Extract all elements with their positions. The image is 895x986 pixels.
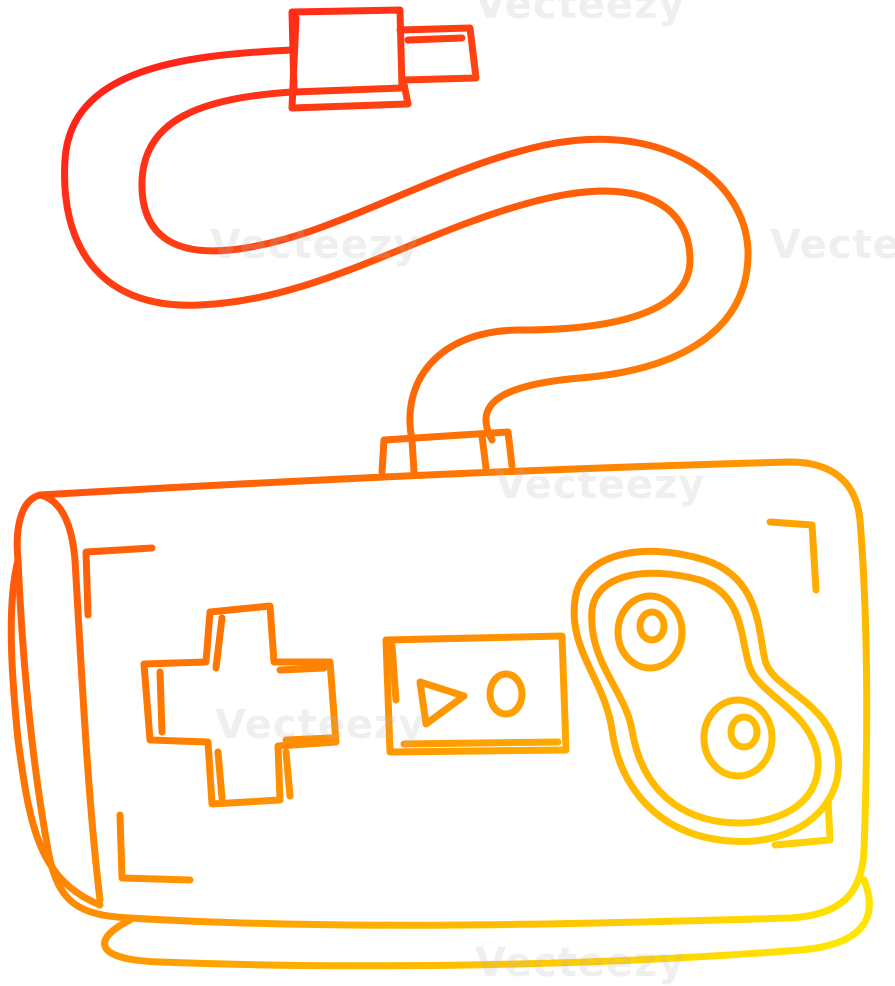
dpad-icon <box>140 602 340 808</box>
cable <box>61 46 752 444</box>
cable-plug-icon <box>288 6 480 112</box>
button-b-icon <box>700 696 776 780</box>
start-select-panel <box>382 632 570 756</box>
button-a-icon <box>614 592 686 672</box>
stop-circle-icon <box>486 670 526 718</box>
controller-body <box>7 458 873 970</box>
cable-connector <box>378 428 516 476</box>
play-triangle-icon <box>416 678 468 728</box>
action-buttons <box>570 547 843 845</box>
corner-marks <box>82 518 834 884</box>
